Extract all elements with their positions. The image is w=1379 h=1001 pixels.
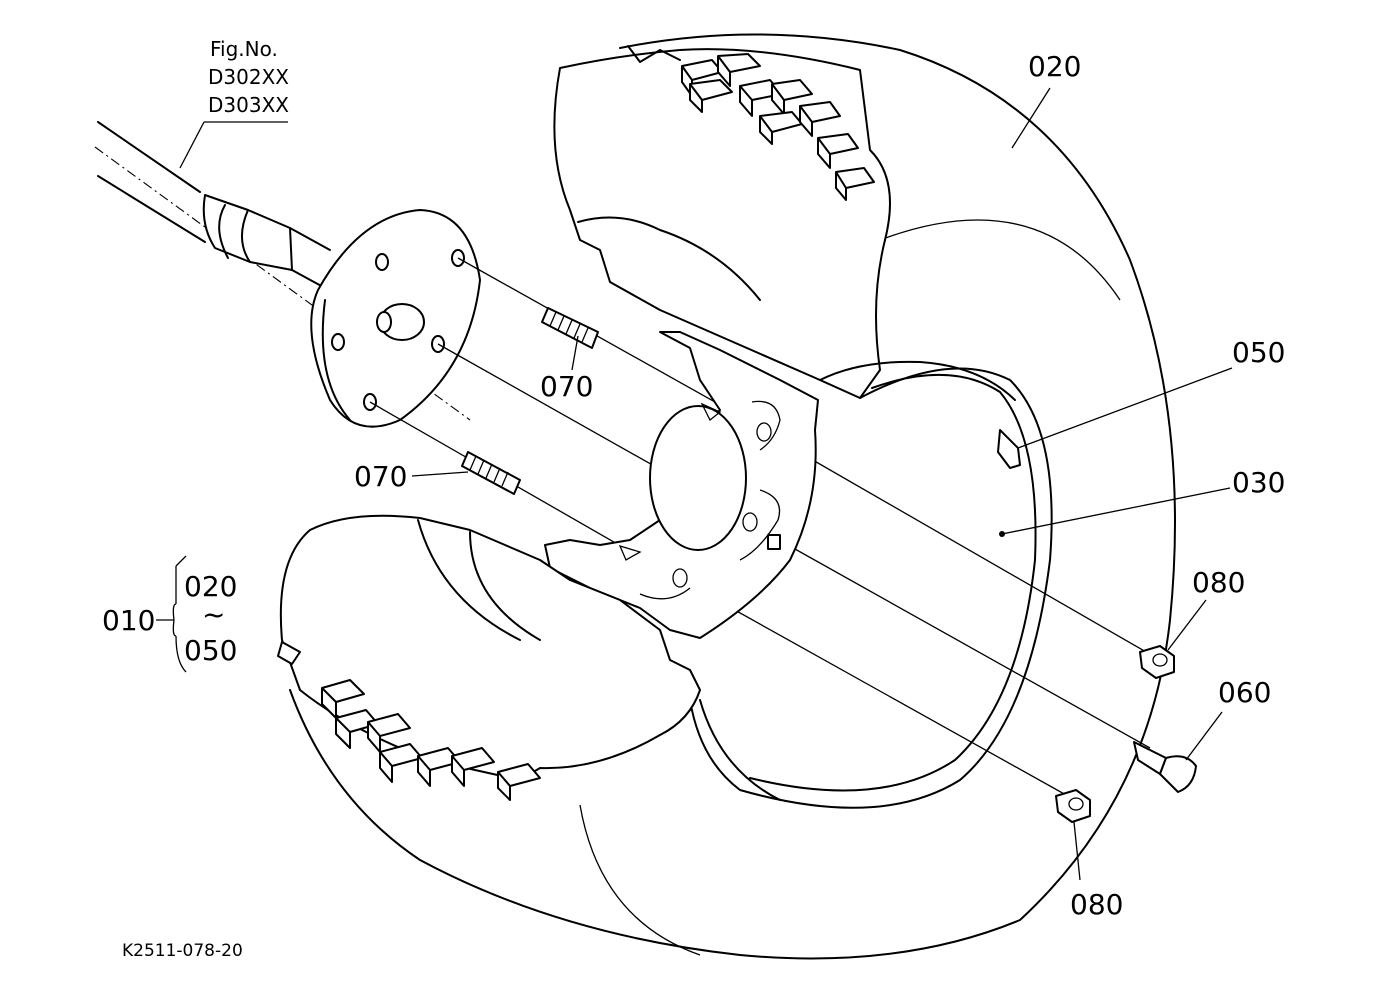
- wheel-stud-upper: [541, 307, 599, 349]
- wheel-stud-lower: [461, 451, 521, 495]
- leader-lines: [156, 87, 1233, 881]
- assembly-range-start: 020: [184, 570, 237, 603]
- tire-upper-half: [553, 45, 1016, 401]
- drawing-id: K2511-078-20: [122, 941, 243, 961]
- wheel-nut-lower: [1055, 789, 1091, 823]
- callout-stud-upper: 070: [540, 370, 593, 403]
- tread-lugs-upper: [681, 53, 875, 201]
- hub-flange: [310, 209, 481, 428]
- valve-stem: [997, 429, 1021, 469]
- rim: [544, 331, 1053, 809]
- assembly-number: 010: [102, 604, 155, 637]
- callout-bolt: 060: [1218, 676, 1271, 709]
- wheel-bolt: [1133, 741, 1197, 793]
- callout-valve: 050: [1232, 336, 1285, 369]
- callout-nut-upper: 080: [1192, 566, 1245, 599]
- assembly-range-sep: ~: [202, 598, 225, 631]
- fig-code-2: D303XX: [208, 93, 289, 117]
- tread-lugs-lower: [277, 641, 541, 801]
- wheel-nut-upper: [1139, 645, 1175, 679]
- fig-code-1: D302XX: [208, 65, 289, 89]
- callout-nut-lower: 080: [1070, 888, 1123, 921]
- assembly-range-end: 050: [184, 634, 237, 667]
- callout-stud-lower: 070: [354, 460, 407, 493]
- callout-tire: 020: [1028, 50, 1081, 83]
- callout-rim: 030: [1232, 466, 1285, 499]
- fig-no-label: Fig.No.: [210, 37, 278, 61]
